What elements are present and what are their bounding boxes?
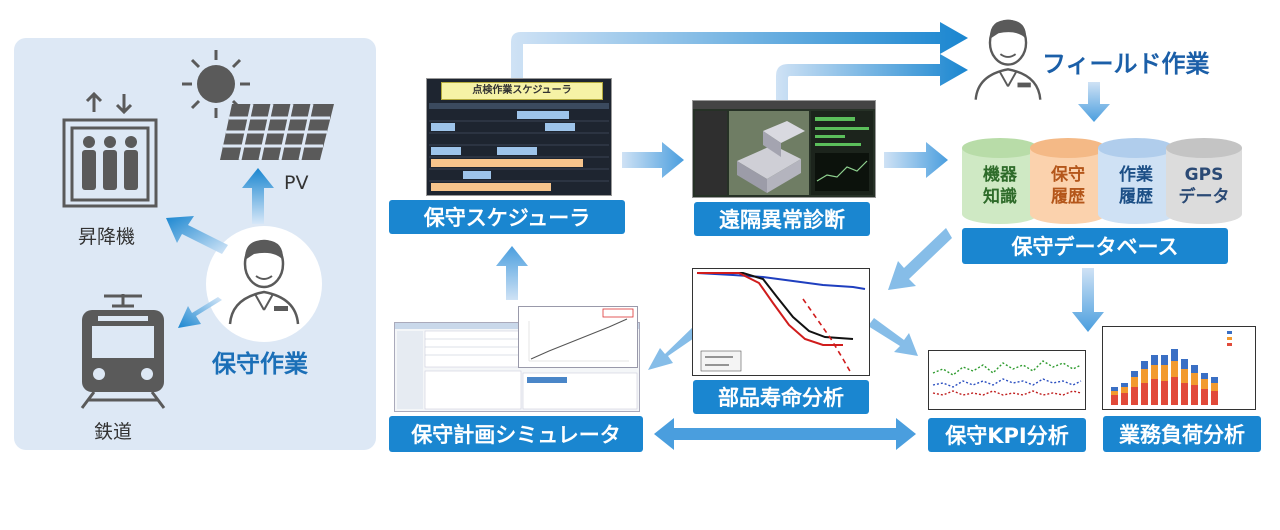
field-work-label: フィールド作業 [1042, 50, 1210, 78]
workload-bar-segment [1181, 369, 1188, 383]
cylinder-shape [1098, 138, 1174, 224]
workload-bar-segment [1171, 361, 1178, 377]
workload-bar-segment [1131, 377, 1138, 387]
field-worker-icon [974, 19, 1042, 100]
workload-bar-segment [1201, 389, 1208, 405]
arrow-field-to-database [1078, 82, 1110, 122]
workload-bar-segment [1131, 387, 1138, 405]
worker-icon [228, 239, 300, 325]
workload-bar-segment [1191, 365, 1198, 373]
workload-bar-segment [1141, 361, 1148, 369]
workload-bar-segment [1181, 383, 1188, 405]
workload-bar-segment [1151, 355, 1158, 365]
arrow-to-pv [242, 168, 274, 224]
workload-bar-segment [1171, 377, 1178, 405]
workload-bar-segment [1191, 385, 1198, 405]
db-cyl-line1: 保守 [1051, 165, 1085, 185]
survival-curve-plot [696, 272, 866, 374]
parts-life-label: 部品寿命分析 [693, 380, 869, 414]
arrow-to-elevator [166, 216, 228, 254]
workload-screenshot [1102, 326, 1256, 410]
simulator-window [395, 323, 639, 410]
arrow-diagnosis-to-database [884, 142, 948, 178]
workload-bar-segment [1141, 369, 1148, 383]
workload-stacked-bars [1111, 331, 1232, 405]
workload-bar-segment [1111, 387, 1118, 391]
workload-bar-segment [1151, 365, 1158, 379]
workload-bar-segment [1161, 381, 1168, 405]
db-cylinder-maintenance-history: 保守履歴 [1030, 138, 1106, 224]
remote-diagnosis-screenshot [692, 100, 876, 198]
workload-bar-segment [1111, 395, 1118, 405]
workload-bar-segment [1111, 391, 1118, 395]
arrow-parts-life-to-simulator [648, 326, 700, 370]
workload-bar-segment [1211, 383, 1218, 391]
simulator-graph-popup [518, 306, 638, 368]
arrow-to-railway [178, 297, 222, 328]
arrow-database-to-workload [1072, 268, 1104, 332]
db-cyl-line2: データ [1178, 187, 1230, 207]
maintenance-work-label: 保守作業 [212, 350, 308, 378]
sun-icon [182, 50, 250, 118]
workload-bar-segment [1131, 371, 1138, 377]
solar-panel-icon [220, 103, 334, 161]
db-cyl-line2: 知識 [983, 187, 1017, 207]
plan-simulator-label: 保守計画シミュレータ [389, 416, 643, 452]
workload-bar-segment [1191, 373, 1198, 385]
workload-bar-segment [1141, 383, 1148, 405]
workload-bar-segment [1161, 355, 1168, 365]
cylinder-shape [962, 138, 1038, 224]
pv-label: PV [284, 172, 309, 194]
db-cylinder-equipment-knowledge: 機器知識 [962, 138, 1038, 224]
diagnosis-3d-view [693, 101, 875, 195]
elevator-label: 昇降機 [78, 226, 136, 248]
remote-diagnosis-label: 遠隔異常診断 [694, 202, 870, 236]
db-cyl-line2: 履歴 [1051, 187, 1085, 207]
workload-bar-segment [1161, 365, 1168, 381]
workload-bar-segment [1211, 377, 1218, 383]
kpi-screenshot [928, 350, 1086, 410]
workload-bar-segment [1121, 383, 1128, 387]
kpi-label: 保守KPI分析 [928, 418, 1086, 452]
database-label: 保守データベース [962, 228, 1228, 264]
arrow-scheduler-to-field [511, 22, 968, 84]
scheduler-screen-title: 点検作業スケジューラ [441, 82, 603, 100]
workload-bar-segment [1211, 391, 1218, 405]
workload-bar-segment [1151, 379, 1158, 405]
db-cyl-line1: 作業 [1119, 165, 1153, 185]
arrow-scheduler-to-diagnosis [622, 142, 684, 178]
arrow-database-to-parts-life [888, 228, 952, 290]
workload-bar-segment [1201, 373, 1208, 379]
workload-label: 業務負荷分析 [1103, 416, 1261, 452]
scheduler-screenshot: 点検作業スケジューラ [426, 78, 612, 196]
workload-bar-segment [1201, 379, 1208, 389]
cylinder-shape [1166, 138, 1242, 224]
scheduler-label: 保守スケジューラ [389, 200, 625, 234]
arrow-parts-life-to-kpi [868, 318, 918, 356]
arrow-diagnosis-to-field [776, 54, 968, 100]
workload-bar-segment [1171, 349, 1178, 361]
train-icon [80, 294, 166, 409]
cylinder-shape [1030, 138, 1106, 224]
simulator-graph [528, 308, 634, 362]
arrow-simulator-kpi-bidirectional [654, 418, 916, 450]
db-cyl-line2: 履歴 [1119, 187, 1153, 207]
scheduler-grid [429, 103, 609, 191]
workload-bar-segment [1121, 387, 1128, 393]
workload-bar-segment [1181, 359, 1188, 369]
kpi-line-chart [932, 360, 1082, 396]
elevator-icon [62, 91, 158, 208]
db-cyl-line1: 機器 [983, 165, 1017, 185]
workload-bar-segment [1121, 393, 1128, 405]
db-cylinder-work-history: 作業履歴 [1098, 138, 1174, 224]
railway-label: 鉄道 [94, 421, 133, 443]
parts-life-screenshot [692, 268, 870, 376]
arrow-simulator-to-scheduler [496, 246, 528, 300]
db-cyl-line1: GPS [1184, 165, 1224, 185]
